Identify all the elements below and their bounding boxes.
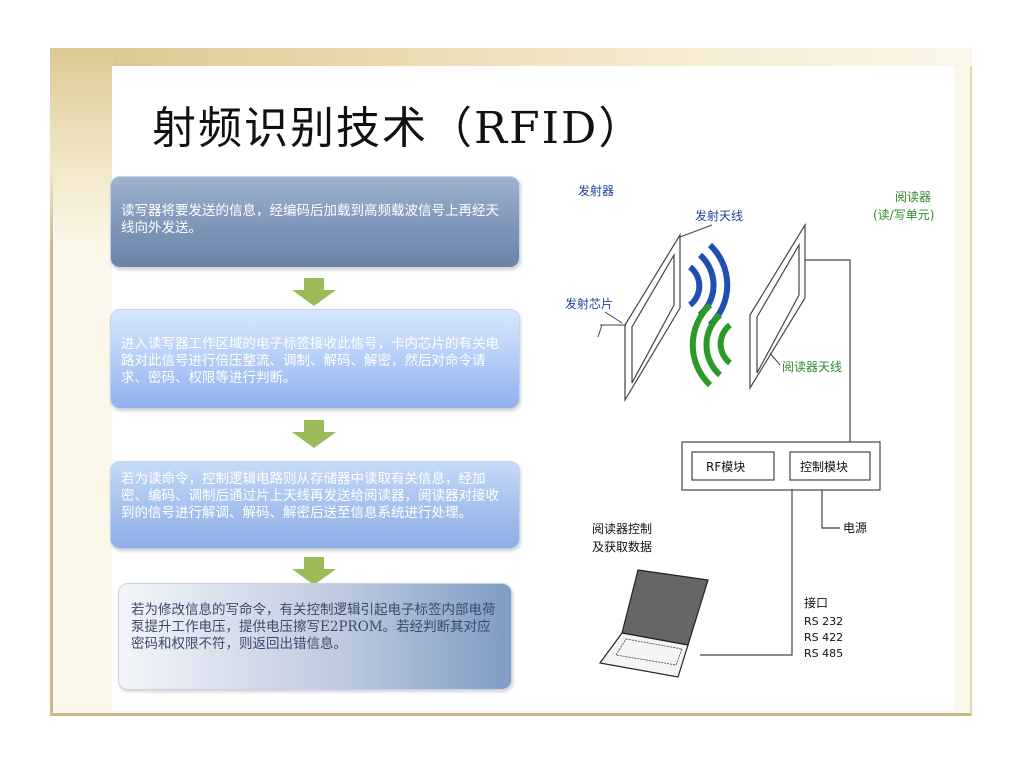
power-label: 电源	[843, 521, 867, 535]
blue-wave-icon	[688, 242, 731, 328]
slide-title: 射频识别技术（RFID）	[152, 103, 645, 154]
rf-module-label: RF模块	[706, 460, 745, 474]
transmitter-label: 发射器	[578, 183, 614, 198]
transmit-antenna-label: 发射天线	[695, 208, 743, 223]
step-box-4: 若为修改信息的写命令，有关控制逻辑引起电子标签内部电荷泵提升工作电压，提供电压擦…	[118, 583, 512, 690]
step-box-1: 读写器将要发送的信息，经编码后加载到高频载波信号上再经天线向外发送。	[110, 176, 520, 268]
reader-antenna-label: 阅读器天线	[782, 360, 842, 374]
pc-label-line1: 阅读器控制	[592, 522, 652, 536]
step-box-3: 若为读命令，控制逻辑电路则从存储器中读取有关信息，经加密、编码、调制后通过片上天…	[110, 461, 520, 549]
rf-module-box	[691, 451, 775, 481]
rfid-system-diagram: 发射器 发射天线 阅读器 (读/写单元) 发射芯片 阅读器天线 RF模块 控制模…	[565, 183, 934, 678]
reader-sublabel: (读/写单元)	[873, 208, 934, 222]
control-module-box	[789, 451, 871, 481]
transmit-antenna	[624, 232, 681, 403]
down-arrow-2	[292, 420, 336, 448]
frame-top-band	[50, 48, 972, 66]
pc-label-line2: 及获取数据	[592, 539, 652, 554]
green-wave-icon	[689, 302, 732, 388]
down-arrow-3	[292, 557, 336, 585]
interface-rs485: RS 485	[804, 647, 843, 660]
chip-label: 发射芯片	[565, 296, 613, 311]
interface-label: 接口	[804, 595, 828, 610]
step-box-2: 进入读写器工作区域的电子标签接收此信号，卡内芯片的有关电路对此信号进行倍压整流、…	[110, 309, 520, 409]
interface-rs232: RS 232	[804, 615, 843, 628]
laptop-icon	[598, 569, 709, 678]
interface-rs422: RS 422	[804, 631, 843, 644]
control-module-label: 控制模块	[800, 460, 848, 474]
down-arrow-1	[292, 278, 336, 306]
reader-antenna	[749, 222, 806, 391]
frame-left-band	[50, 48, 114, 248]
reader-label: 阅读器	[895, 190, 931, 204]
